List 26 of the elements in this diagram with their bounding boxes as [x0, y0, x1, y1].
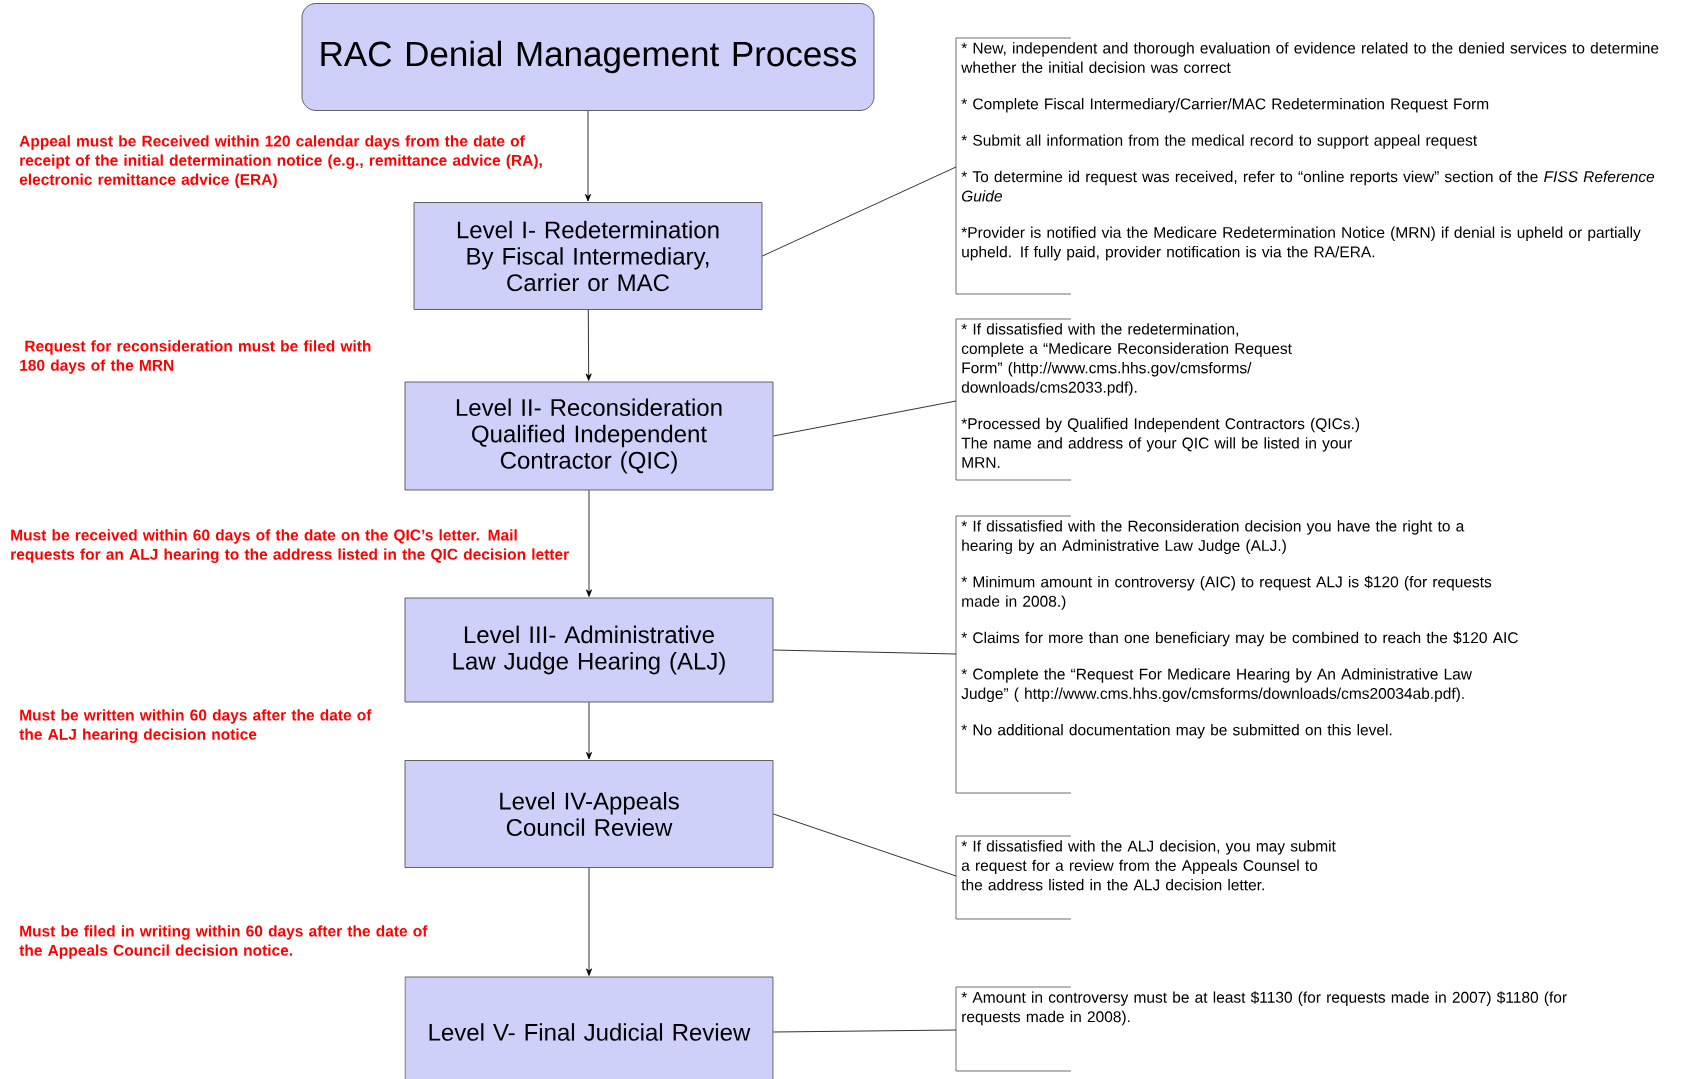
connector-line — [773, 1029, 957, 1033]
bracket-note: * New, independent and thorough evaluation of evidence related to the denied services to determine whether the initial decision was correct * Complete Fiscal Intermediary/Carrier/MAC Redetermination Request Form * Submit all information from the medical record to support appeal request * To determine id request was received, refer to “online reports view” section of the FISS Reference Guide *Provider is notified via the Medicare Redetermination Notice (MRN) if denial is upheld or partially upheld. If fully paid, provider notification is via the RA/ERA. — [955, 37, 1659, 295]
connector-line — [773, 813, 957, 877]
arrow — [586, 490, 592, 597]
bracket-note: * If dissatisfied with the redetermination, complete a “Medicare Reconsideration Request Form” (http://www.cms.hhs.gov/cmsforms/ downloads/cms2033.pdf). *Processed by Qualified Independent Contractors (QICs.) The name and address of your QIC will be listed in your MRN. — [955, 318, 1360, 481]
process-box: Level II- Reconsideration Qualified Independent Contractor (QIC) — [404, 381, 774, 491]
arrow — [585, 110, 591, 202]
bracket-note: * Amount in controversy must be at least $1130 (for requests made in 2007) $1180 (for requests made in 2008). — [955, 986, 1567, 1072]
bracket-note: * If dissatisfied with the ALJ decision, you may submit a request for a review from the Appeals Counsel to the address listed in the ALJ decision letter. — [955, 835, 1336, 920]
deadline-note: Must be filed in writing within 60 days after the date of the Appeals Council decision notice. — [19, 925, 428, 959]
process-box: Level V- Final Judicial Review — [404, 976, 774, 1079]
process-box: Level I- Redetermination By Fiscal Intermediary, Carrier or MAC — [413, 202, 763, 310]
title-box: RAC Denial Management Process — [301, 3, 875, 111]
connector-line — [773, 649, 957, 655]
connector-line — [773, 400, 957, 437]
process-box: Level IV-Appeals Council Review — [404, 760, 774, 868]
deadline-note: Appeal must be Received within 120 calendar days from the date of receipt of the initial determination notice (e.g., remittance advice (RA), electronic remittance advice (ERA) — [19, 135, 542, 189]
connector-line — [762, 166, 957, 257]
deadline-note: Request for reconsideration must be filed with 180 days of the MRN — [20, 340, 371, 374]
process-box: Level III- Administrative Law Judge Hearing (ALJ) — [404, 597, 774, 703]
arrow — [586, 867, 592, 976]
arrow — [585, 309, 592, 381]
deadline-note: Must be received within 60 days of the date on the QIC’s letter. Mail requests for an ALJ hearing to the address listed in the QIC decision letter — [11, 529, 569, 563]
arrow — [586, 702, 592, 760]
bracket-note: * If dissatisfied with the Reconsideration decision you have the right to a hearing by an Administrative Law Judge (ALJ.) * Minimum amount in controversy (AIC) to request ALJ is $120 (for requests made in 2008.) * Claims for more than one beneficiary may be combined to reach the $120 AIC * Complete the “Request For Medicare Hearing by An Administrative Law Judge” ( http://www.cms.hhs.gov/cmsforms/downloads/cms20034ab.pdf). * No additional documentation may be submitted on this level. — [955, 515, 1518, 794]
deadline-note: Must be written within 60 days after the date of the ALJ hearing decision notice — [19, 709, 372, 743]
